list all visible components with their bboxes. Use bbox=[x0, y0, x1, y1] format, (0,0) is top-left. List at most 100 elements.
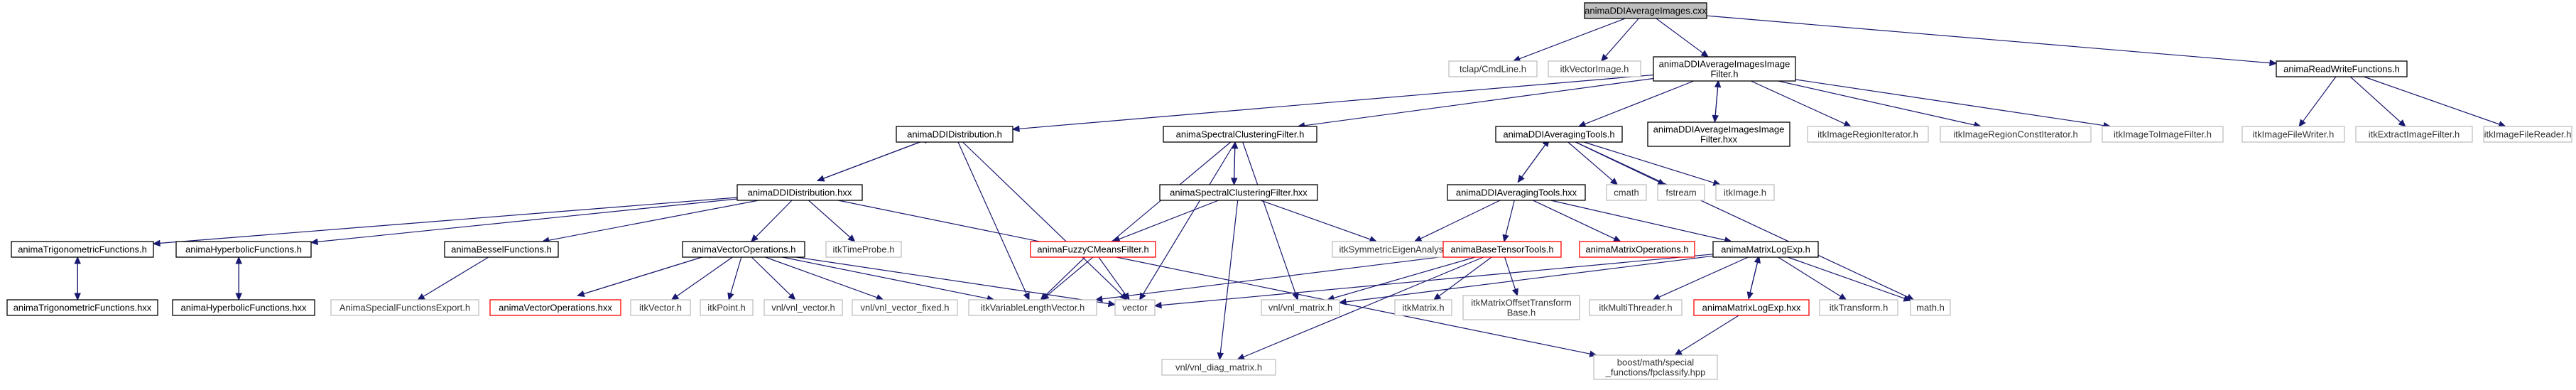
arrowhead-icon bbox=[310, 238, 318, 246]
node-label: animaSpectralClusteringFilter.h bbox=[1176, 129, 1305, 140]
node-tclap[interactable]: tclap/CmdLine.h bbox=[1448, 60, 1538, 77]
node-itkVectorImage[interactable]: itkVectorImage.h bbox=[1548, 60, 1641, 77]
node-itkVarLenVec[interactable]: itkVariableLengthVector.h bbox=[968, 299, 1097, 316]
arrowhead-icon bbox=[1237, 353, 1246, 360]
node-itkFileWriter[interactable]: itkImageFileWriter.h bbox=[2241, 126, 2345, 143]
edge-line bbox=[1714, 87, 1719, 122]
node-readWrite[interactable]: animaReadWriteFunctions.h bbox=[2276, 60, 2408, 77]
edge-line bbox=[1519, 18, 1626, 60]
edge-matrixLogExpH-to-itkTransform bbox=[1778, 256, 1847, 300]
edge-hypHxx-to-hypH bbox=[235, 256, 242, 300]
node-trigH[interactable]: animaTrigonometricFunctions.h bbox=[11, 241, 154, 258]
arrowhead-icon bbox=[1023, 292, 1030, 301]
node-vnlVectorFixed[interactable]: vnl/vnl_vector_fixed.h bbox=[852, 299, 958, 316]
node-label: itkMatrix.h bbox=[1402, 303, 1444, 313]
node-box bbox=[1161, 359, 1276, 376]
node-vector[interactable]: vector bbox=[1114, 299, 1156, 316]
edge-matrixLogExpHxx-to-boostFp bbox=[1674, 315, 1739, 356]
node-vecOpsH[interactable]: animaVectorOperations.h bbox=[682, 241, 805, 258]
node-itkMultiThreader[interactable]: itkMultiThreader.h bbox=[1589, 299, 1683, 316]
edge-baseTensor-to-itkVarLenVec bbox=[1094, 256, 1444, 303]
node-matrixOps[interactable]: animaMatrixOperations.h bbox=[1579, 241, 1695, 258]
node-vnlDiag[interactable]: vnl/vnl_diag_matrix.h bbox=[1161, 359, 1276, 376]
edge-matrixLogExpH-to-itkMultiThreader bbox=[1652, 256, 1749, 300]
node-matrixLogExpH[interactable]: animaMatrixLogExp.h bbox=[1712, 241, 1819, 258]
node-vnlMatrix[interactable]: vnl/vnl_matrix.h bbox=[1261, 299, 1340, 316]
node-itkImageToImage[interactable]: itkImageToImageFilter.h bbox=[2102, 126, 2224, 143]
node-cmath[interactable]: cmath bbox=[1606, 184, 1647, 201]
node-hypH[interactable]: animaHyperbolicFunctions.h bbox=[175, 241, 312, 258]
node-box bbox=[1548, 60, 1641, 77]
edge-line bbox=[1680, 315, 1739, 352]
node-itkImage[interactable]: itkImage.h bbox=[1715, 184, 1775, 201]
node-itkExtract[interactable]: itkExtractImageFilter.h bbox=[2355, 126, 2473, 143]
node-label: animaFuzzyCMeansFilter.h bbox=[1037, 244, 1149, 255]
node-vnlVector[interactable]: vnl/vnl_vector.h bbox=[763, 299, 843, 316]
arrowhead-icon bbox=[1700, 50, 1709, 58]
edge-avgToolsH-to-math bbox=[1575, 141, 1915, 300]
edge-line bbox=[837, 200, 1591, 354]
edge-ddiDistHxx-to-hypH bbox=[310, 198, 738, 246]
node-itkSymEigen[interactable]: itkSymmetricEigenAnalysis.h bbox=[1332, 241, 1465, 258]
node-box bbox=[1462, 295, 1580, 320]
edge-readWrite-to-itkExtract bbox=[2349, 76, 2406, 127]
node-label: vnl/vnl_diag_matrix.h bbox=[1175, 362, 1262, 373]
node-itkVector[interactable]: itkVector.h bbox=[630, 299, 691, 316]
node-layer: animaDDIAverageImages.cxx tclap/CmdLine.h… bbox=[6, 2, 2572, 380]
edge-line bbox=[1243, 256, 1484, 358]
edge-line bbox=[1119, 200, 1219, 240]
node-avgToolsHxx[interactable]: animaDDIAveragingTools.hxx bbox=[1447, 184, 1586, 201]
node-itkTimeProbe[interactable]: itkTimeProbe.h bbox=[825, 241, 902, 258]
edge-line bbox=[1795, 79, 2104, 126]
node-label: animaSpectralClusteringFilter.hxx bbox=[1170, 188, 1308, 198]
node-specExport[interactable]: AnimaSpecialFunctionsExport.h bbox=[330, 299, 479, 316]
node-hypHxx[interactable]: animaHyperbolicFunctions.hxx bbox=[172, 299, 315, 316]
node-box bbox=[1495, 126, 1623, 143]
node-baseTensor[interactable]: animaBaseTensorTools.h bbox=[1442, 241, 1562, 258]
edge-line bbox=[1748, 262, 1759, 299]
node-itkPoint[interactable]: itkPoint.h bbox=[700, 299, 754, 316]
node-itkTransform[interactable]: itkTransform.h bbox=[1819, 299, 1898, 316]
node-box bbox=[1653, 56, 1796, 82]
node-label: itkSymmetricEigenAnalysis.h bbox=[1339, 244, 1458, 255]
arrowhead-icon bbox=[1652, 293, 1661, 300]
arrowhead-icon bbox=[1107, 300, 1116, 308]
node-boostFp[interactable]: boost/math/special_functions/fpclassify.… bbox=[1593, 354, 1718, 380]
node-math[interactable]: math.h bbox=[1910, 299, 1951, 316]
node-matrixLogExpHxx[interactable]: animaMatrixLogExp.hxx bbox=[1693, 299, 1810, 316]
arrowhead-icon bbox=[670, 293, 680, 300]
node-vecOpsHxx[interactable]: animaVectorOperations.hxx bbox=[489, 299, 621, 316]
node-itkRegionConstIt[interactable]: itkImageRegionConstIterator.h bbox=[1940, 126, 2092, 143]
node-box bbox=[1910, 299, 1951, 316]
node-itkFileReader[interactable]: itkImageFileReader.h bbox=[2483, 126, 2572, 143]
edge-line bbox=[2364, 76, 2500, 125]
node-trigHxx[interactable]: animaTrigonometricFunctions.hxx bbox=[6, 299, 158, 316]
node-ddiDistHxx[interactable]: animaDDIDistribution.hxx bbox=[737, 184, 863, 201]
edge-line bbox=[1778, 80, 1975, 126]
node-ddiDist[interactable]: animaDDIDistribution.h bbox=[896, 126, 1013, 143]
node-itkRegionIt[interactable]: itkImageRegionIterator.h bbox=[1807, 126, 1929, 143]
edge-line bbox=[1420, 200, 1501, 239]
node-avgToolsH[interactable]: animaDDIAveragingTools.h bbox=[1495, 126, 1623, 143]
edge-avgToolsHxx-to-baseTensor bbox=[1502, 200, 1515, 243]
node-fstream[interactable]: fstream bbox=[1657, 184, 1705, 201]
node-label: vnl/vnl_matrix.h bbox=[1268, 303, 1332, 313]
edge-layer bbox=[74, 15, 2506, 361]
node-itkMatrix[interactable]: itkMatrix.h bbox=[1394, 299, 1452, 316]
node-fuzzyH[interactable]: animaFuzzyCMeansFilter.h bbox=[1030, 241, 1156, 258]
node-box bbox=[1448, 60, 1538, 77]
node-box bbox=[1584, 2, 1707, 19]
node-besselH[interactable]: animaBesselFunctions.h bbox=[444, 241, 559, 258]
node-label: animaBesselFunctions.h bbox=[451, 244, 552, 255]
edge-line bbox=[1751, 80, 1845, 124]
node-label: animaMatrixOperations.h bbox=[1585, 244, 1688, 255]
node-box bbox=[852, 299, 958, 316]
node-spectralH[interactable]: animaSpectralClusteringFilter.h bbox=[1163, 126, 1317, 143]
edge-line bbox=[2303, 76, 2337, 122]
node-root[interactable]: animaDDIAverageImages.cxx bbox=[1584, 2, 1707, 19]
node-spectralHxx[interactable]: animaSpectralClusteringFilter.hxx bbox=[1159, 184, 1318, 201]
